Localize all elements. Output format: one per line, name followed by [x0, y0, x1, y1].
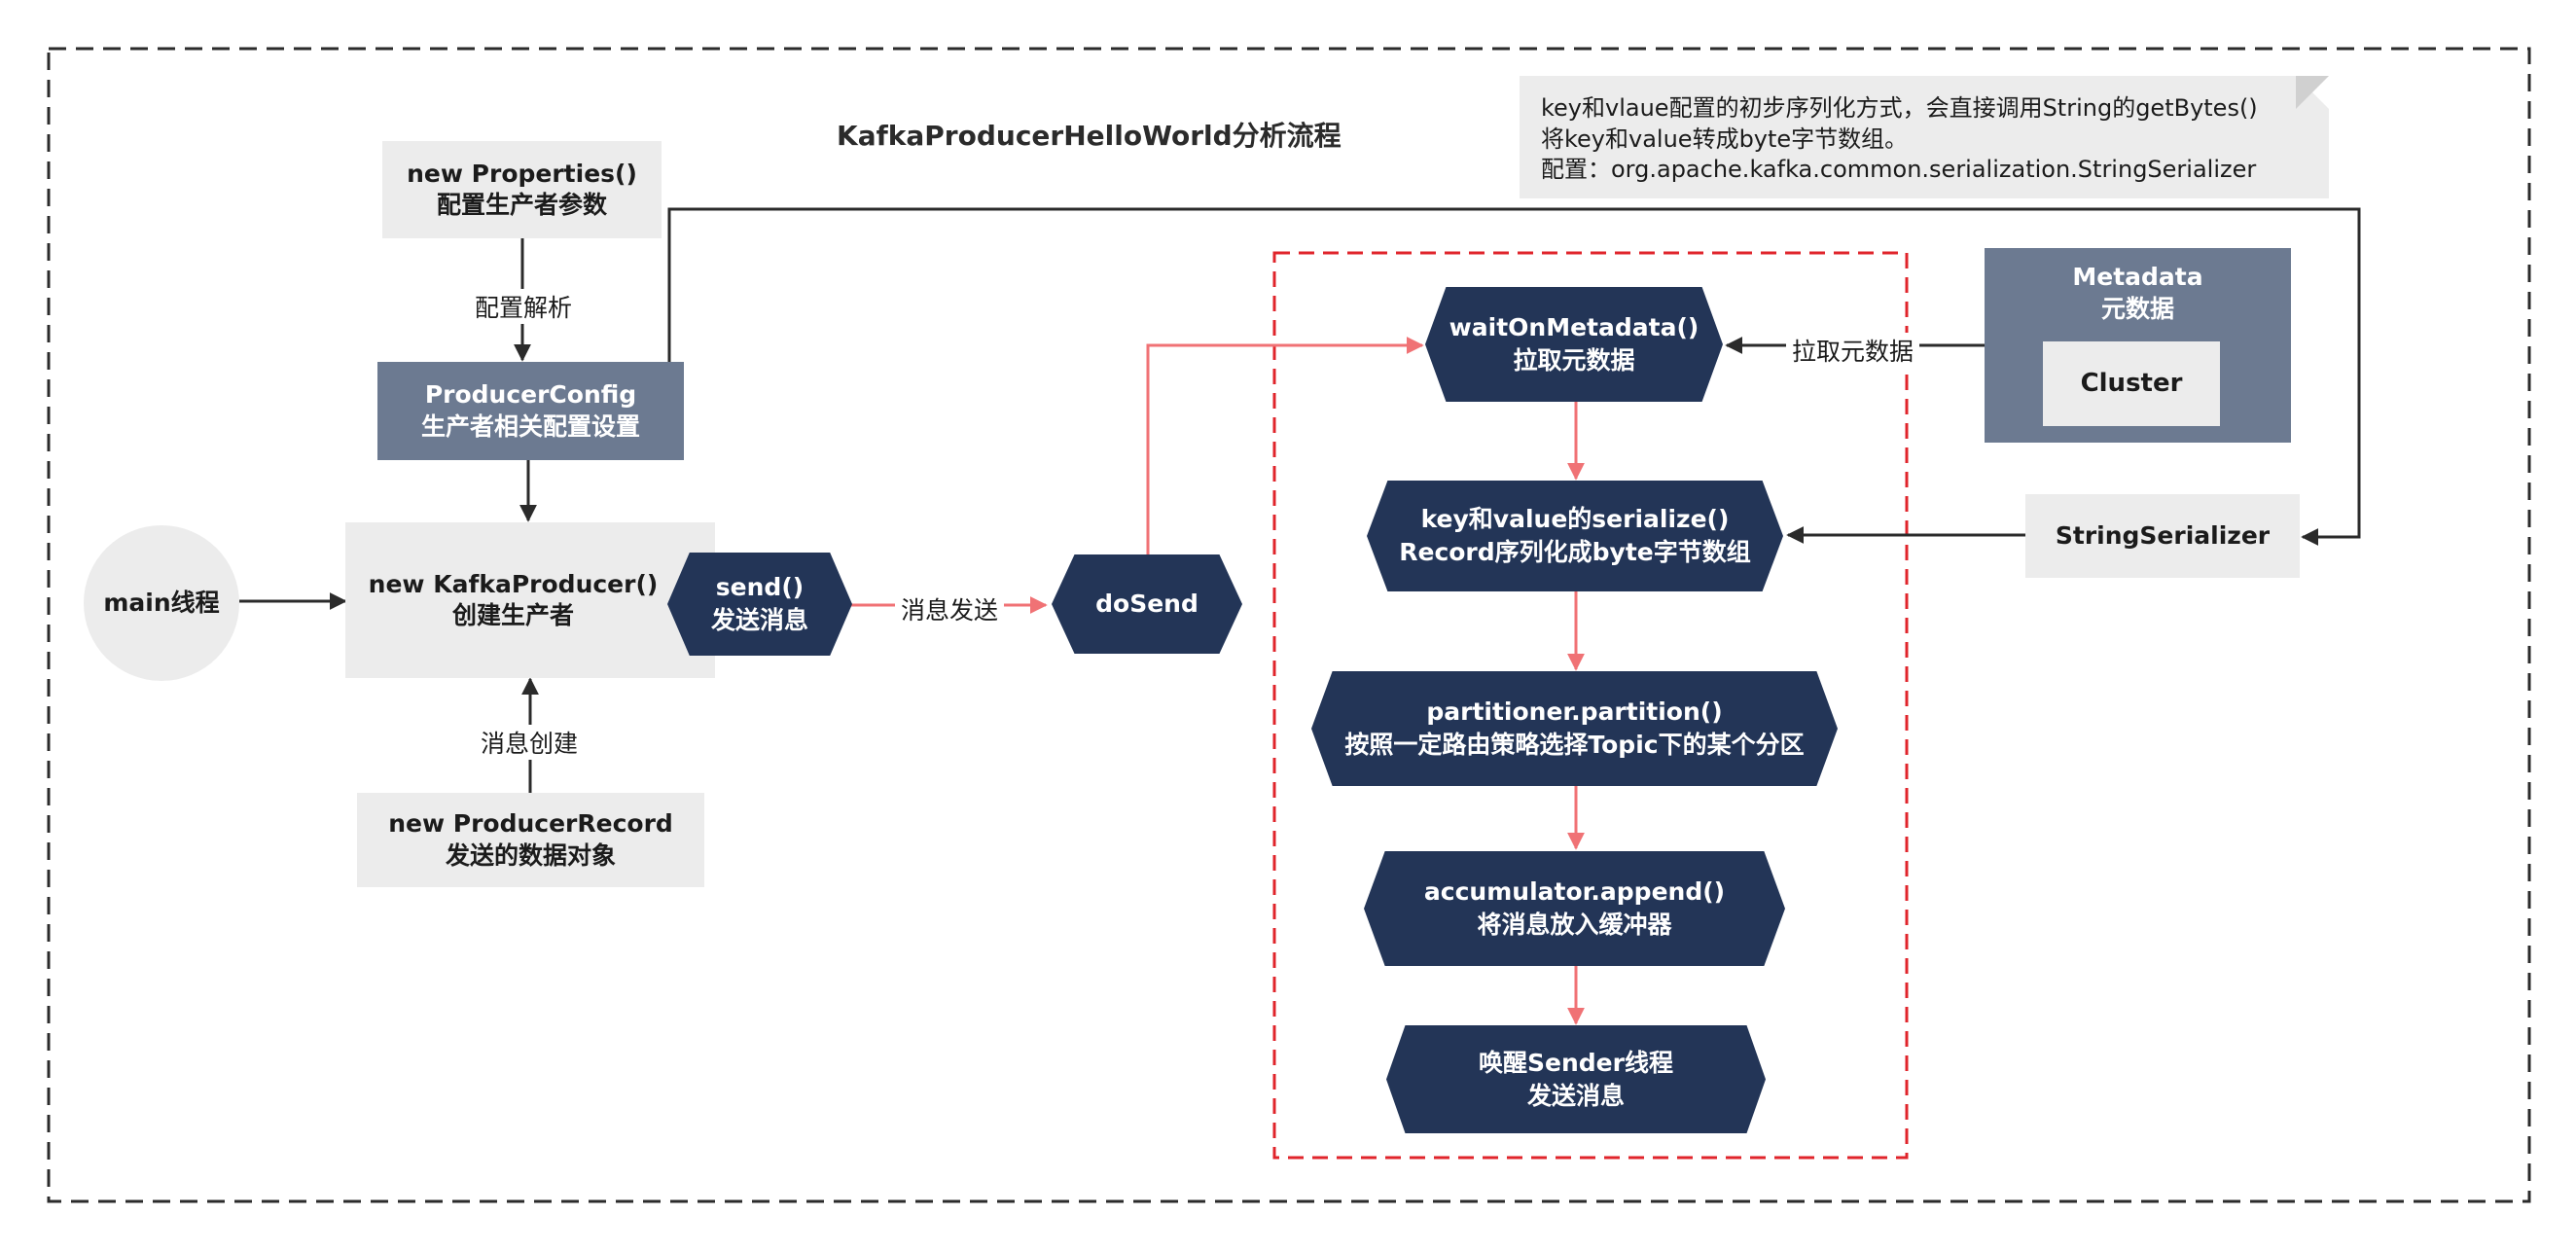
- diagram-title: KafkaProducerHelloWorld分析流程: [837, 120, 1342, 152]
- cluster-label: Cluster: [2080, 368, 2183, 398]
- cluster-node: Cluster: [2043, 341, 2220, 426]
- send-node: send() 发送消息: [667, 553, 852, 656]
- string-serializer-node: StringSerializer: [2025, 494, 2300, 578]
- edge-label-message-create: 消息创建: [475, 725, 585, 760]
- partition-line-2: 按照一定路由策略选择Topic下的某个分区: [1344, 731, 1805, 759]
- producer-record-node: new ProducerRecord 发送的数据对象: [357, 793, 704, 887]
- wake-sender-line-1: 唤醒Sender线程: [1479, 1048, 1673, 1077]
- producer-record-line-2: 发送的数据对象: [445, 840, 616, 870]
- partition-node: partitioner.partition() 按照一定路由策略选择Topic下…: [1311, 671, 1838, 786]
- arrow-config-to-serializer: [667, 207, 2361, 546]
- wait-on-metadata-node: waitOnMetadata() 拉取元数据: [1425, 287, 1723, 402]
- edge-label-message-send: 消息发送: [895, 591, 1005, 626]
- serialize-line-2: Record序列化成byte字节数组: [1399, 538, 1751, 566]
- string-serializer-label: StringSerializer: [2055, 520, 2271, 550]
- serialize-node: key和value的serialize() Record序列化成byte字节数组: [1367, 481, 1783, 591]
- wake-sender-node: 唤醒Sender线程 发送消息: [1386, 1025, 1766, 1133]
- wake-sender-line-2: 发送消息: [1526, 1081, 1625, 1110]
- producer-record-line-1: new ProducerRecord: [388, 809, 673, 838]
- metadata-line-2: 元数据: [2100, 294, 2174, 323]
- note-line-3: 配置：org.apache.kafka.common.serialization…: [1541, 156, 2257, 184]
- do-send-node: doSend: [1052, 554, 1242, 654]
- send-line-1: send(): [715, 573, 805, 602]
- note-line-2: 将key和value转成byte字节数组。: [1541, 125, 1909, 153]
- edge-label-pull-metadata: 拉取元数据: [1786, 333, 1920, 368]
- serializer-note: key和vlaue配置的初步序列化方式，会直接调用String的getBytes…: [1520, 76, 2329, 198]
- accumulator-node: accumulator.append() 将消息放入缓冲器: [1364, 851, 1785, 966]
- send-line-2: 发送消息: [710, 606, 808, 634]
- kafka-producer-line-2: 创建生产者: [451, 601, 574, 629]
- kafka-producer-line-1: new KafkaProducer(): [368, 569, 659, 598]
- edge-label-config-parse: 配置解析: [469, 289, 579, 324]
- metadata-node: Metadata 元数据 Cluster: [1985, 248, 2291, 443]
- accumulator-line-1: accumulator.append(): [1423, 877, 1726, 907]
- note-fold-corner: [2296, 76, 2329, 109]
- outer-dashed-frame: [47, 47, 2531, 1203]
- properties-line-1: new Properties(): [407, 159, 637, 188]
- partition-line-1: partitioner.partition(): [1426, 697, 1723, 727]
- accumulator-line-2: 将消息放入缓冲器: [1477, 911, 1672, 939]
- wait-on-metadata-line-2: 拉取元数据: [1513, 346, 1635, 375]
- metadata-line-1: Metadata: [2072, 263, 2203, 291]
- do-send-label: doSend: [1095, 590, 1199, 619]
- properties-node: new Properties() 配置生产者参数: [382, 141, 662, 238]
- note-line-1: key和vlaue配置的初步序列化方式，会直接调用String的getBytes…: [1541, 94, 2258, 122]
- main-thread-node: main线程: [84, 525, 239, 681]
- serialize-line-1: key和value的serialize(): [1420, 505, 1730, 534]
- kafka-producer-node: new KafkaProducer() 创建生产者: [345, 522, 715, 678]
- send-pipeline-frame: [1272, 251, 1909, 1160]
- properties-line-2: 配置生产者参数: [436, 191, 607, 219]
- producer-config-line-1: ProducerConfig: [424, 380, 637, 409]
- producer-config-node: ProducerConfig 生产者相关配置设置: [377, 362, 684, 460]
- arrow-dosend-to-wait: [1146, 337, 1424, 554]
- metadata-header: Metadata 元数据: [1985, 262, 2291, 325]
- wait-on-metadata-line-1: waitOnMetadata(): [1449, 313, 1699, 342]
- producer-config-line-2: 生产者相关配置设置: [420, 411, 640, 441]
- main-thread-label: main线程: [103, 588, 220, 617]
